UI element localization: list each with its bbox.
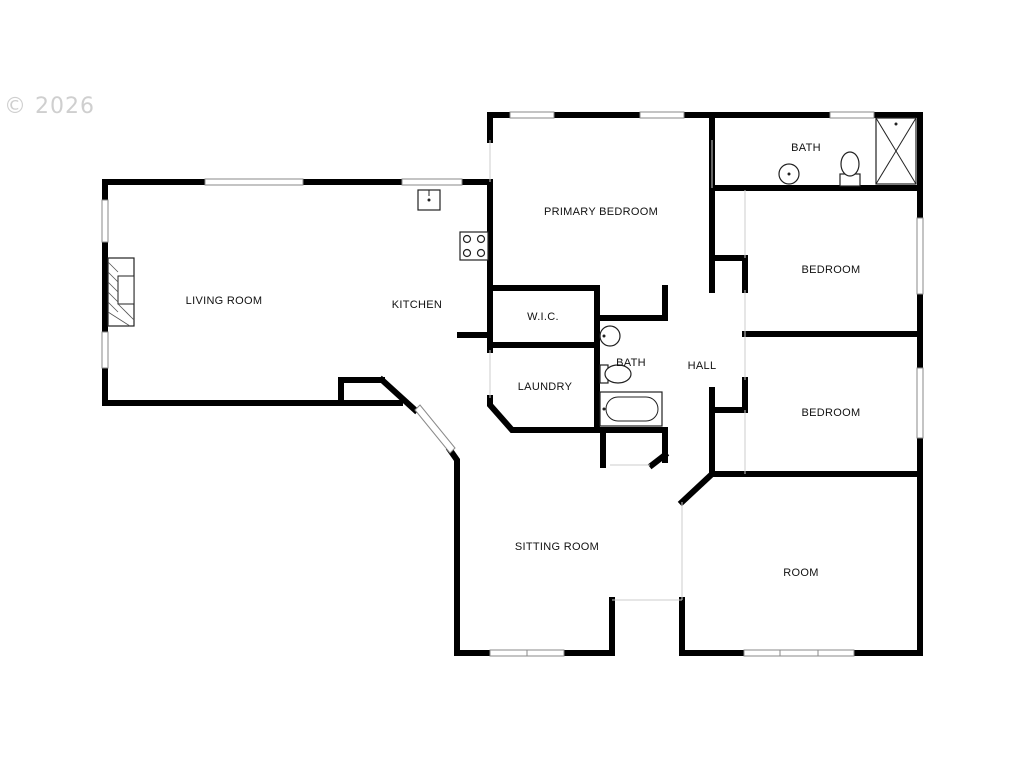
windows <box>101 111 924 657</box>
window <box>101 199 109 243</box>
window <box>401 178 463 186</box>
door-openings <box>489 140 746 601</box>
room-label-hall: HALL <box>688 360 717 372</box>
shower-icon <box>875 117 917 185</box>
stove-icon <box>459 231 489 261</box>
window <box>829 111 875 119</box>
room-label-primary-bedroom: PRIMARY BEDROOM <box>544 206 658 218</box>
bathtub-icon <box>599 391 663 427</box>
sink-icon <box>778 163 800 185</box>
room-labels: LIVING ROOM KITCHEN PRIMARY BEDROOM BATH… <box>186 142 861 579</box>
room-label-wic: W.I.C. <box>527 311 559 323</box>
window <box>639 111 685 119</box>
room-label-kitchen: KITCHEN <box>392 299 442 311</box>
sink-icon <box>599 325 621 347</box>
room-label-bath-primary: BATH <box>791 142 821 154</box>
window <box>743 649 855 657</box>
room-label-bedroom-1: BEDROOM <box>802 264 861 276</box>
window <box>101 331 109 369</box>
sink-icon <box>417 189 441 211</box>
copyright-watermark: © 2026 <box>4 94 95 119</box>
window <box>414 404 456 454</box>
room-label-living-room: LIVING ROOM <box>186 295 263 307</box>
toilet-icon <box>839 151 861 187</box>
toilet-icon <box>599 364 632 384</box>
window <box>916 217 924 295</box>
window <box>916 367 924 439</box>
fireplace-icon <box>107 257 135 327</box>
window <box>204 178 304 186</box>
window <box>509 111 555 119</box>
room-label-room: ROOM <box>783 567 818 579</box>
room-label-sitting-room: SITTING ROOM <box>515 541 599 553</box>
room-label-bath-hall: BATH <box>616 357 646 369</box>
room-label-bedroom-2: BEDROOM <box>802 407 861 419</box>
room-label-laundry: LAUNDRY <box>518 381 573 393</box>
